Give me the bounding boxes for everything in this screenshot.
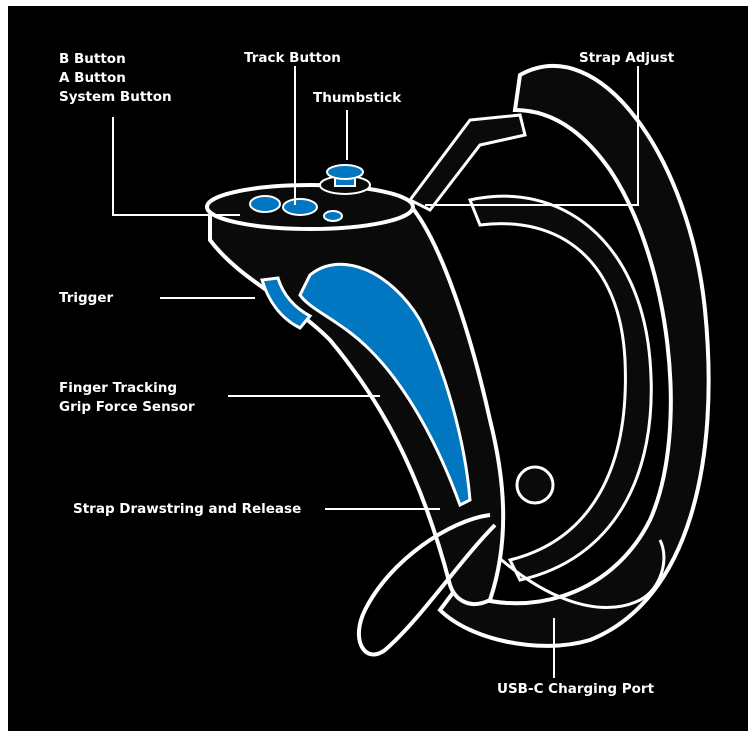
label-a-button: A Button [59,69,126,87]
label-system-button: System Button [59,88,172,106]
strap-knob [517,467,553,503]
label-strap-drawstring: Strap Drawstring and Release [73,500,301,518]
a-button-shape [324,211,342,221]
handle-body [210,191,503,605]
label-track-button: Track Button [244,49,341,67]
track-button-shape [283,199,317,215]
label-strap-adjust: Strap Adjust [579,49,674,67]
label-b-button: B Button [59,50,126,68]
label-grip-force-sensor: Grip Force Sensor [59,398,195,416]
label-finger-tracking: Finger Tracking [59,379,177,397]
b-button-shape [250,196,280,212]
thumbstick-cap [327,165,363,179]
label-trigger: Trigger [59,289,113,307]
label-usb-c-port: USB-C Charging Port [497,680,654,698]
label-thumbstick: Thumbstick [313,89,401,107]
